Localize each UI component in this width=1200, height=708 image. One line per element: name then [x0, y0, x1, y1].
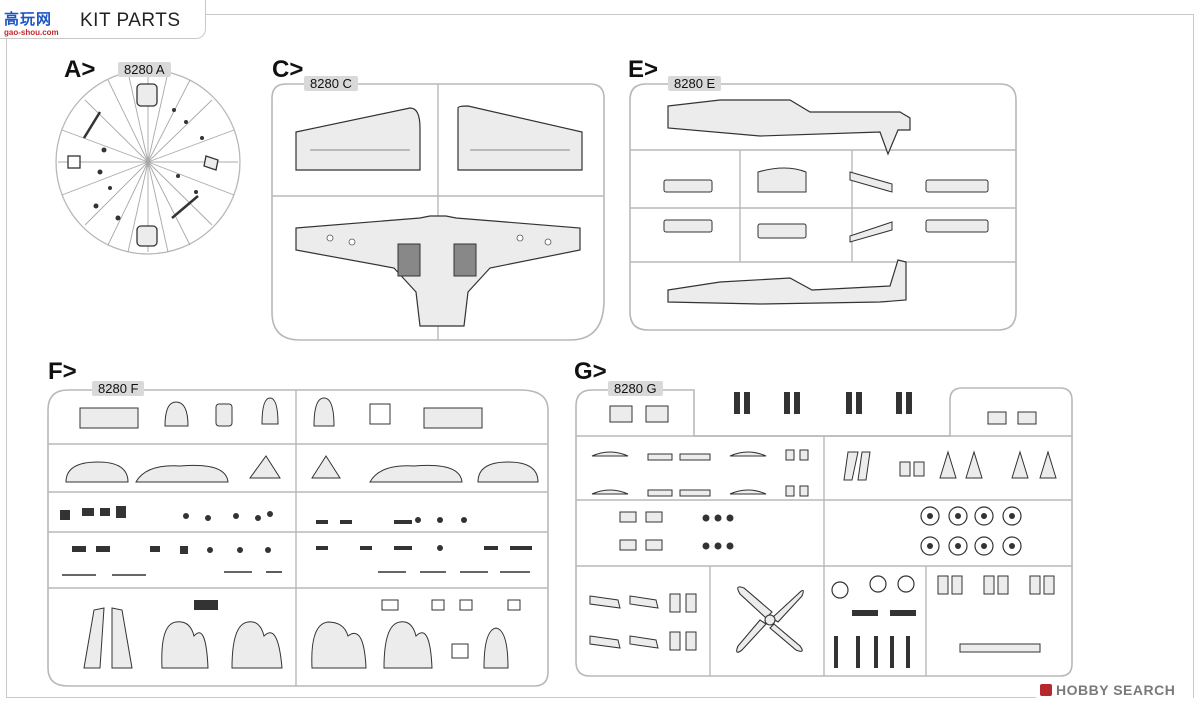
frame-top-border: [205, 14, 1194, 15]
page-title: KIT PARTS: [80, 10, 181, 31]
sprue-f: [47, 389, 549, 687]
section-g-part-number: 8280 G: [608, 381, 663, 396]
frame-left-border: [6, 38, 7, 698]
site-logo-text: 高玩网: [4, 11, 53, 28]
site-logo: 高玩网 gao-shou.com: [4, 8, 70, 38]
site-logo-url: gao-shou.com: [4, 28, 59, 37]
watermark-text: HOBBY SEARCH: [1056, 682, 1176, 698]
sprue-g: [575, 387, 1073, 677]
section-f-letter: F>: [48, 358, 77, 385]
section-e-part-number: 8280 E: [668, 76, 722, 91]
section-g-letter: G>: [574, 358, 607, 385]
section-a-part-number: 8280 A: [118, 62, 171, 77]
sprue-a: [55, 69, 241, 255]
sprue-e: [629, 83, 1017, 331]
frame-bottom-border: [6, 697, 1036, 698]
section-a-letter: A>: [64, 56, 96, 83]
section-c-part-number: 8280 C: [304, 76, 358, 91]
sprue-c: [271, 83, 605, 341]
section-f-part-number: 8280 F: [92, 381, 145, 396]
section-e-letter: E>: [628, 56, 659, 83]
section-c-letter: C>: [272, 56, 304, 83]
hobby-search-logo-icon: [1040, 684, 1052, 696]
frame-right-border: [1193, 14, 1194, 698]
header-tab: 高玩网 gao-shou.com KIT PARTS: [0, 0, 206, 39]
hobby-search-watermark: HOBBY SEARCH: [1040, 682, 1175, 698]
